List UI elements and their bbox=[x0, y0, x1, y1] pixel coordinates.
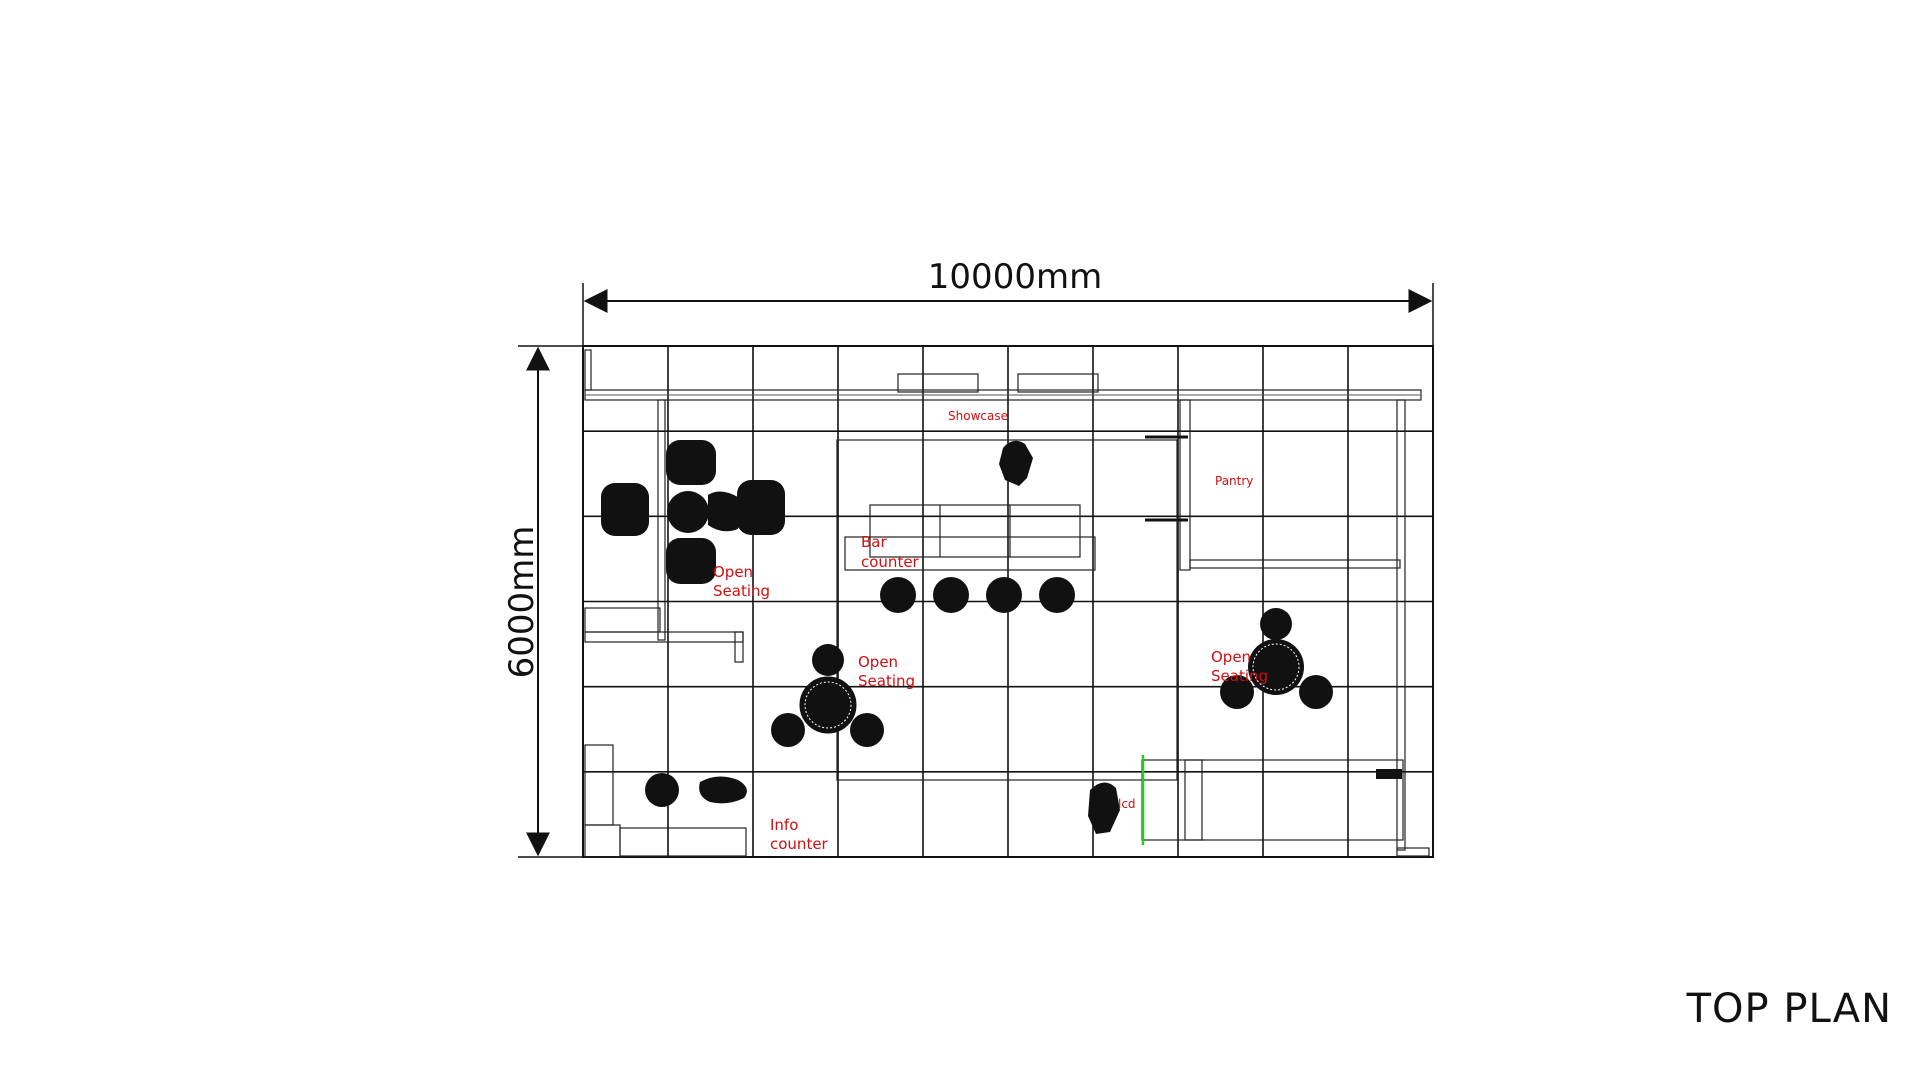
height-dimension-label: 6000mm bbox=[502, 526, 542, 679]
label-pantry: Pantry bbox=[1215, 474, 1253, 488]
round-table-center bbox=[771, 644, 884, 747]
pantry-walls bbox=[1145, 399, 1401, 571]
height-dimension: 6000mm bbox=[502, 345, 583, 858]
label-info-counter-2: counter bbox=[770, 835, 829, 853]
left-partition bbox=[584, 399, 744, 663]
label-open-seating-center-1: Open bbox=[858, 653, 898, 671]
person-figure-showcase bbox=[999, 440, 1033, 486]
label-info-counter-1: Info bbox=[770, 816, 798, 834]
label-open-seating-right-1: Open bbox=[1211, 648, 1251, 666]
label-bar-counter-1: Bar bbox=[861, 533, 887, 551]
label-open-seating-left-1: Open bbox=[713, 563, 753, 581]
central-platform bbox=[836, 439, 1178, 781]
label-open-seating-left-2: Seating bbox=[713, 582, 770, 600]
bar-counter bbox=[844, 504, 1096, 571]
right-wall bbox=[1396, 399, 1430, 857]
bar-stools bbox=[880, 577, 1075, 613]
label-open-seating-right-2: Seating bbox=[1211, 667, 1268, 685]
width-dimension: 10000mm bbox=[582, 257, 1434, 345]
label-bar-counter-2: counter bbox=[861, 553, 920, 571]
person-figure-lcd bbox=[1088, 782, 1120, 834]
info-counter-stool bbox=[645, 773, 679, 807]
plan-title: TOP PLAN bbox=[1686, 986, 1892, 1032]
person-figure-info bbox=[699, 776, 747, 804]
label-showcase: Showcase bbox=[948, 409, 1008, 423]
round-table-right bbox=[1220, 608, 1333, 709]
back-wall bbox=[584, 349, 1422, 401]
info-counter-furniture bbox=[584, 744, 747, 858]
label-lcd: lcd bbox=[1118, 797, 1136, 811]
lounge-chairs bbox=[601, 440, 785, 584]
width-dimension-label: 10000mm bbox=[928, 257, 1102, 297]
label-open-seating-center-2: Seating bbox=[858, 672, 915, 690]
